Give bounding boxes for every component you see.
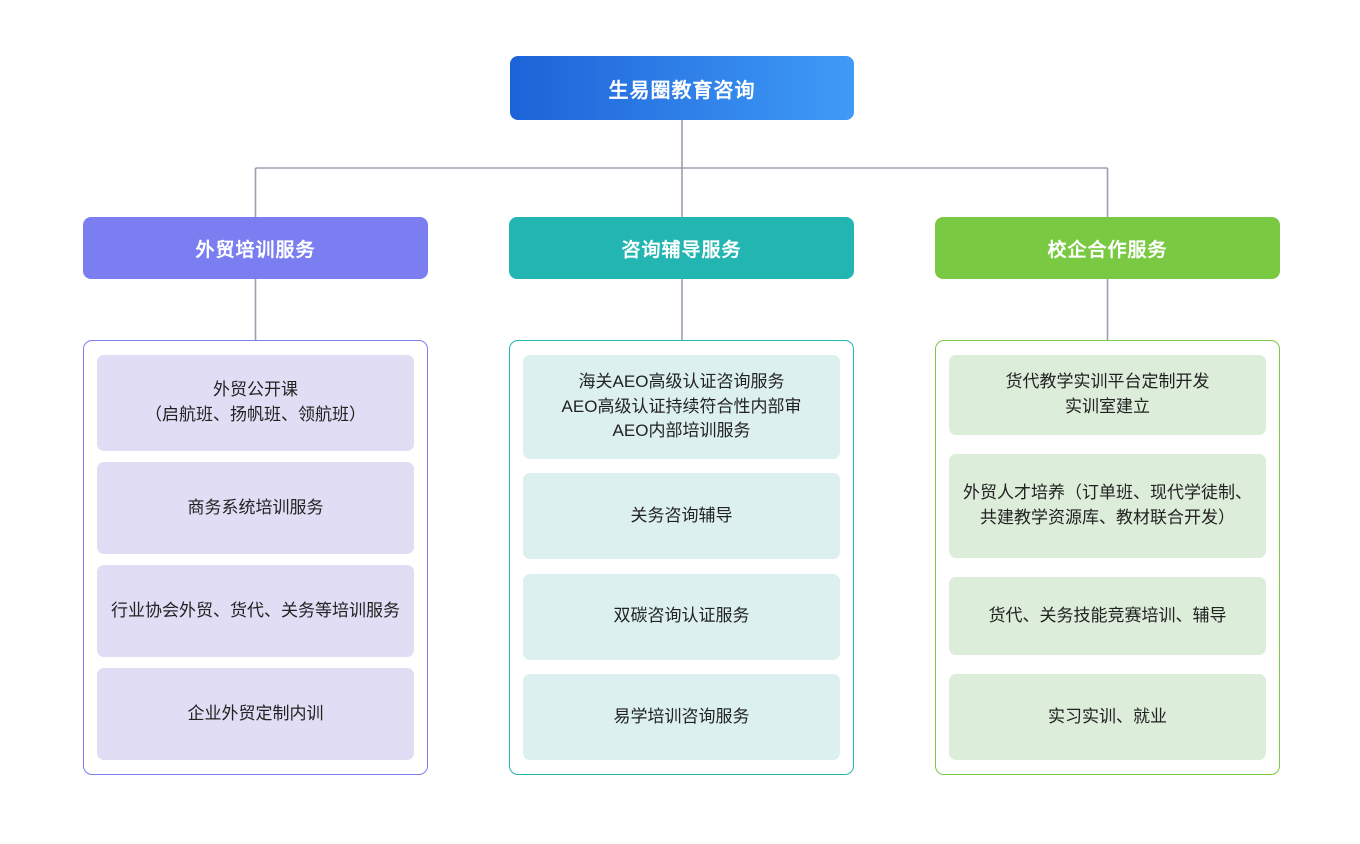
branch-header-training[interactable]: 外贸培训服务	[83, 217, 428, 279]
service-card[interactable]: 货代、关务技能竞赛培训、辅导	[949, 577, 1266, 655]
branch-header-label: 外贸培训服务	[195, 239, 316, 261]
service-card[interactable]: 双碳咨询认证服务	[523, 573, 840, 660]
service-card[interactable]: 易学培训咨询服务	[523, 673, 840, 760]
branch-header-label: 咨询辅导服务	[621, 239, 742, 261]
branch-box-training: 外贸公开课 （启航班、扬帆班、领航班） 商务系统培训服务 行业协会外贸、货代、关…	[83, 340, 428, 775]
branch-box-school-enterprise: 货代教学实训平台定制开发 实训室建立 外贸人才培养（订单班、现代学徒制、共建教学…	[935, 340, 1280, 775]
service-card[interactable]: 行业协会外贸、货代、关务等培训服务	[97, 565, 414, 657]
branch-header-school-enterprise[interactable]: 校企合作服务	[935, 217, 1280, 279]
branch-header-consulting[interactable]: 咨询辅导服务	[509, 217, 854, 279]
service-card[interactable]: 实习实训、就业	[949, 674, 1266, 760]
service-card[interactable]: 外贸公开课 （启航班、扬帆班、领航班）	[97, 355, 414, 451]
branch-header-label: 校企合作服务	[1047, 239, 1168, 261]
root-node[interactable]: 生易圈教育咨询	[510, 56, 854, 120]
service-card[interactable]: 关务咨询辅导	[523, 473, 840, 560]
service-card[interactable]: 外贸人才培养（订单班、现代学徒制、共建教学资源库、教材联合开发）	[949, 454, 1266, 558]
service-card[interactable]: 企业外贸定制内训	[97, 668, 414, 760]
branch-box-consulting: 海关AEO高级认证咨询服务 AEO高级认证持续符合性内部审 AEO内部培训服务 …	[509, 340, 854, 775]
service-card[interactable]: 海关AEO高级认证咨询服务 AEO高级认证持续符合性内部审 AEO内部培训服务	[523, 355, 840, 459]
root-node-label: 生易圈教育咨询	[608, 79, 756, 102]
service-card[interactable]: 商务系统培训服务	[97, 462, 414, 554]
service-card[interactable]: 货代教学实训平台定制开发 实训室建立	[949, 355, 1266, 435]
